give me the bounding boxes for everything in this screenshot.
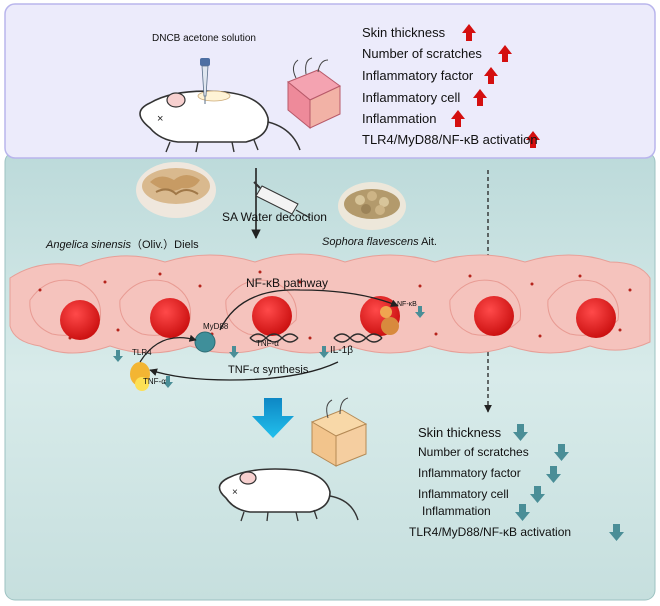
tnf-alpha-mid-label: TNF-α — [256, 339, 279, 348]
down-arrows — [513, 424, 624, 541]
bottom-effect-3: Inflammatory factor — [418, 466, 521, 480]
top-effect-1: Skin thickness — [362, 25, 446, 40]
top-effect-2: Number of scratches — [362, 46, 482, 61]
herb-right-authority: Ait. — [421, 236, 437, 248]
myd88-label: MyD88 — [203, 322, 229, 331]
skin-block-bottom-icon — [310, 397, 368, 467]
tnf-alpha-low-label: TNF-α — [143, 377, 166, 386]
herb-left-label: Angelica sinensis（Oliv.）Diels — [46, 236, 199, 252]
top-effect-5: Inflammation — [362, 111, 437, 126]
dna-strands — [249, 333, 383, 343]
reagent-label: DNCB acetone solution — [152, 33, 256, 44]
nfkb-complex — [380, 306, 399, 335]
up-arrows — [451, 24, 540, 148]
tlr4-label: TLR4 — [132, 348, 152, 357]
bottom-effect-6: TLR4/MyD88/NF-κB activation — [409, 525, 572, 539]
nfkb-pathway-curve — [219, 289, 399, 331]
small-down-arrows — [113, 306, 425, 388]
tnf-synthesis-curve — [149, 361, 339, 381]
tnf-synthesis-label: TNF-α synthesis — [228, 364, 309, 376]
herb-right-name: Sophora flavescens — [322, 236, 419, 248]
il1b-label: IL-1β — [330, 345, 353, 356]
mouse-top-illustration: × — [139, 90, 301, 153]
skin-tissue-band — [9, 253, 651, 354]
bottom-effect-4: Inflammatory cell — [418, 487, 509, 501]
pathway-title: NF-κB pathway — [246, 276, 329, 290]
nfkb-label: NF-κB — [397, 301, 417, 308]
red-cells — [60, 296, 616, 340]
top-effect-6: TLR4/MyD88/NF-κB activation — [362, 132, 538, 147]
mouse-bottom-illustration: × — [218, 468, 359, 522]
cell-membranes — [29, 279, 620, 336]
bottom-effect-2: Number of scratches — [418, 445, 529, 459]
herb-right-label: Sophora flavescens Ait. — [322, 236, 437, 248]
myd88-protein — [194, 331, 216, 353]
herb-left-authority: （Oliv.）Diels — [131, 239, 199, 251]
skin-block-top-icon — [287, 57, 341, 130]
sophora-herb-bowl — [338, 182, 406, 230]
tlr4-receptor — [130, 362, 150, 391]
big-down-arrow — [252, 398, 294, 438]
syringe-icon — [253, 181, 311, 219]
tlr4-myd88-curve — [139, 334, 197, 363]
angelica-herb-bowl — [136, 162, 216, 218]
svg-text:×: × — [157, 113, 163, 125]
bottom-effect-1: Skin thickness — [418, 425, 502, 440]
dropper-icon — [200, 58, 210, 104]
herb-left-name: Angelica sinensis — [46, 239, 131, 251]
decoction-label: SA Water decoction — [222, 210, 327, 224]
bottom-effect-5: Inflammation — [422, 504, 491, 518]
svg-text:×: × — [232, 487, 238, 498]
top-effect-3: Inflammatory factor — [362, 68, 474, 83]
top-effect-4: Inflammatory cell — [362, 90, 461, 105]
